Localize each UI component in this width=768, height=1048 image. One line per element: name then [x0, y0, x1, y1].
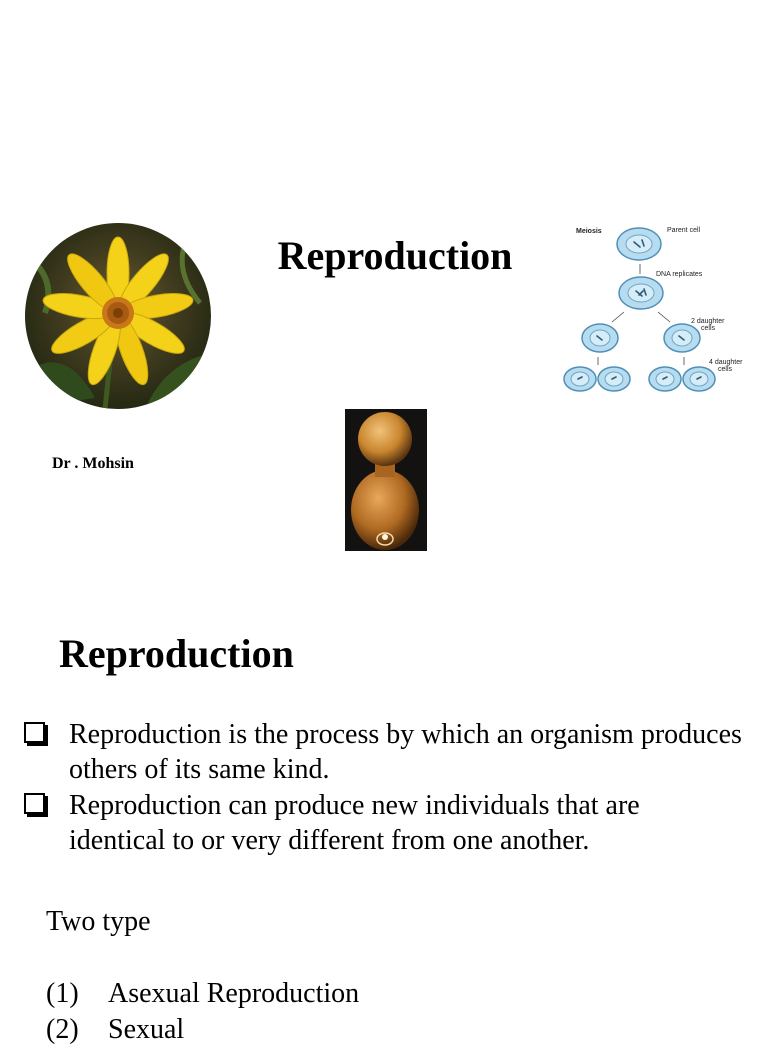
slide-title: Reproduction — [277, 233, 513, 278]
flower-image — [25, 223, 211, 409]
parent-cell-label: Parent cell — [667, 227, 701, 234]
four-daughter-label: 4 daughter — [709, 359, 743, 366]
type-list-item: (1) Asexual Reproduction — [46, 976, 359, 1012]
types-intro: Two type — [46, 906, 151, 937]
dna-replicates-label: DNA replicates — [656, 271, 703, 278]
bullet-item: Reproduction is the process by which an … — [22, 717, 742, 787]
yeast-cell-image — [345, 409, 427, 551]
bullet-text: Reproduction is the process by which an … — [69, 719, 742, 785]
bullet-text: Reproduction can produce new individuals… — [69, 790, 640, 856]
type-number: (1) — [46, 978, 79, 1009]
yeast-mother-cell — [351, 470, 419, 550]
type-number: (2) — [46, 1014, 79, 1045]
section-title: Reproduction — [59, 631, 294, 676]
checkbox-bullet-icon — [24, 793, 45, 814]
type-label: Sexual — [108, 1014, 185, 1045]
bullet-item: Reproduction can produce new individuals… — [22, 788, 742, 858]
yeast-bud — [358, 412, 412, 466]
type-list-item: (2) Sexual — [46, 1012, 184, 1048]
checkbox-bullet-icon — [24, 722, 45, 743]
four-daughter-label-cells: cells — [718, 366, 733, 373]
meiosis-diagram: Meiosis Parent cell DNA replicates 2 dau… — [560, 222, 750, 397]
two-daughter-label: 2 daughter — [691, 318, 725, 325]
type-label: Asexual Reproduction — [108, 978, 360, 1009]
author-name: Dr . Mohsin — [52, 455, 134, 472]
meiosis-diagram-title: Meiosis — [576, 228, 602, 235]
two-daughter-label-cells: cells — [701, 325, 716, 332]
